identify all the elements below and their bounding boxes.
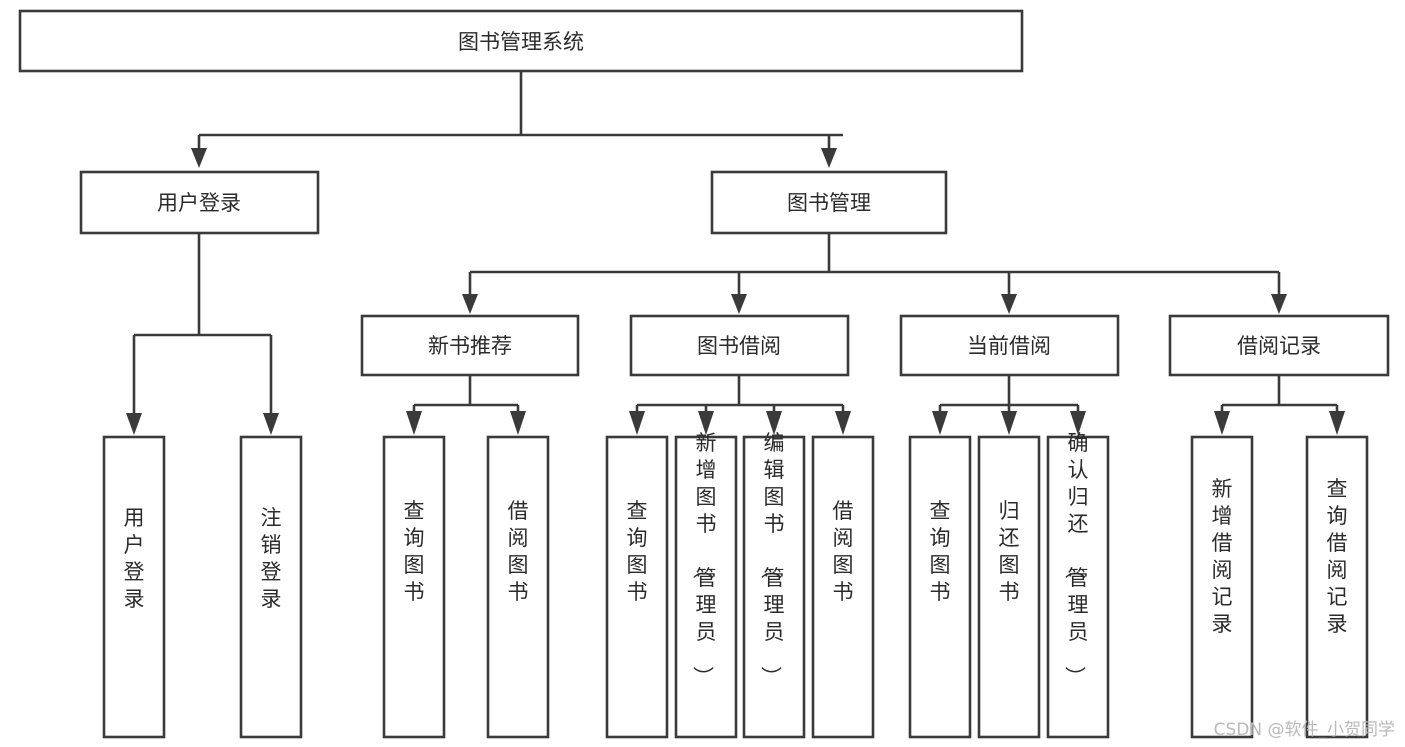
- leaf-label-borrow-query-book: 查询图书: [627, 499, 648, 604]
- connector-newbook-to-leaves: [406, 375, 526, 435]
- leaf-node-logout[interactable]: 注销登录: [239, 435, 303, 739]
- leaf-label-newbook-query-book: 查询图书: [404, 499, 425, 604]
- leaf-node-newbook-borrow-book[interactable]: 借阅图书: [486, 435, 550, 739]
- leaf-node-return-book[interactable]: 归还图书: [977, 435, 1041, 739]
- node-label-root: 图书管理系统: [458, 30, 584, 54]
- node-label-book-management: 图书管理: [787, 191, 871, 215]
- leaf-node-edit-book-admin[interactable]: 编辑图书（管理员）: [742, 431, 806, 739]
- leaf-node-confirm-return-admin[interactable]: 确认归还（管理员）: [1046, 431, 1110, 739]
- leaf-label-confirm-return-admin: 确认归还（管理员）: [1063, 431, 1089, 687]
- leaf-label-current-query-book: 查询图书: [930, 499, 951, 604]
- leaf-node-newbook-query-book[interactable]: 查询图书: [382, 435, 446, 739]
- node-label-current-borrow: 当前借阅: [967, 334, 1051, 358]
- leaf-node-add-borrow-record[interactable]: 新增借阅记录: [1190, 435, 1254, 739]
- leaf-label-add-book-admin: 新增图书（管理员）: [691, 431, 717, 687]
- leaf-label-query-borrow-record: 查询借阅记录: [1327, 477, 1348, 636]
- node-current-borrow[interactable]: 当前借阅: [899, 314, 1120, 377]
- leaf-label-edit-book-admin: 编辑图书（管理员）: [759, 431, 785, 687]
- leaf-node-borrow-query-book[interactable]: 查询图书: [605, 435, 669, 739]
- node-label-borrow-record: 借阅记录: [1237, 334, 1321, 358]
- node-new-book-recommend[interactable]: 新书推荐: [360, 314, 580, 377]
- leaf-node-borrow-book[interactable]: 借阅图书: [811, 435, 875, 739]
- leaf-node-user-login[interactable]: 用户登录: [102, 435, 166, 739]
- connector-currentborrow-to-leaves: [932, 375, 1086, 435]
- leaf-node-query-borrow-record[interactable]: 查询借阅记录: [1305, 435, 1369, 739]
- node-user-login[interactable]: 用户登录: [79, 170, 320, 235]
- connector-bookmgmt-to-level3: [462, 233, 1287, 314]
- node-label-new-book-recommend: 新书推荐: [428, 334, 512, 358]
- node-root-book-management-system[interactable]: 图书管理系统: [18, 9, 1024, 73]
- connector-userlogin-to-leaves: [126, 233, 279, 435]
- leaf-label-add-borrow-record: 新增借阅记录: [1212, 477, 1233, 636]
- connector-borrowrecord-to-leaves: [1214, 375, 1345, 435]
- leaf-node-add-book-admin[interactable]: 新增图书（管理员）: [674, 431, 738, 739]
- node-book-borrow[interactable]: 图书借阅: [629, 314, 850, 377]
- node-label-user-login: 用户登录: [157, 191, 241, 215]
- node-label-book-borrow: 图书借阅: [697, 334, 781, 358]
- connector-bookborrow-to-leaves: [629, 375, 851, 435]
- leaf-label-logout: 注销登录: [261, 506, 282, 611]
- connector-root-to-level2: [191, 71, 843, 168]
- leaf-label-newbook-borrow-book: 借阅图书: [508, 499, 529, 604]
- leaf-label-user-login: 用户登录: [124, 506, 145, 611]
- leaf-label-return-book: 归还图书: [999, 499, 1020, 604]
- node-book-management[interactable]: 图书管理: [710, 170, 948, 235]
- leaf-node-current-query-book[interactable]: 查询图书: [908, 435, 972, 739]
- leaf-label-borrow-book: 借阅图书: [833, 499, 854, 604]
- watermark-label: CSDN @软件_小贺同学: [1214, 720, 1395, 740]
- node-borrow-record[interactable]: 借阅记录: [1168, 314, 1390, 377]
